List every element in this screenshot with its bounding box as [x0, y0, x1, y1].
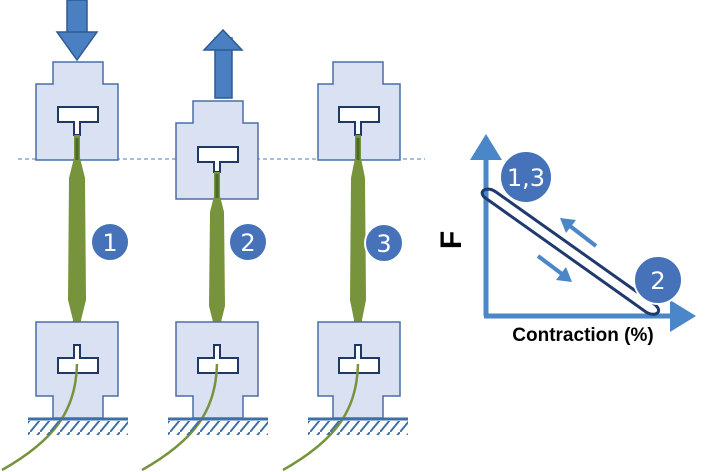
unload-arrow-icon [560, 218, 598, 248]
stage-3: 3 [282, 61, 408, 472]
arrow-up-icon [202, 28, 244, 99]
point-end-label: 2 [650, 267, 665, 295]
force-contraction-graph: 1,3 2 F Contraction (%) [435, 134, 696, 346]
point-start-label: 1,3 [507, 164, 545, 192]
point-end-badge: 2 [633, 255, 683, 305]
stage-2-label: 2 [240, 229, 255, 257]
stage-3-label: 3 [376, 230, 391, 258]
fiber [209, 172, 225, 364]
point-start-badge: 1,3 [499, 150, 553, 204]
fiber [350, 135, 366, 364]
arrow-down-icon [55, 0, 99, 62]
y-axis-arrow-icon [470, 134, 502, 160]
stage-1-badge: 1 [90, 222, 130, 262]
hysteresis-loop [480, 187, 660, 316]
bottom-clamp-slot [338, 344, 380, 374]
x-axis-arrow-icon [670, 300, 696, 332]
bottom-clamp-slot [57, 344, 99, 374]
x-axis-label: Contraction (%) [512, 325, 653, 346]
stage-2: 2 [141, 28, 268, 472]
stage-3-badge: 3 [364, 223, 404, 263]
stage-2-badge: 2 [228, 222, 268, 262]
stage-1-label: 1 [102, 229, 117, 257]
bottom-clamp-slot [197, 344, 239, 374]
stage-1: 1 [1, 0, 130, 472]
y-axis-label: F [435, 231, 468, 249]
fiber [68, 135, 86, 364]
load-arrow-icon [536, 254, 572, 282]
